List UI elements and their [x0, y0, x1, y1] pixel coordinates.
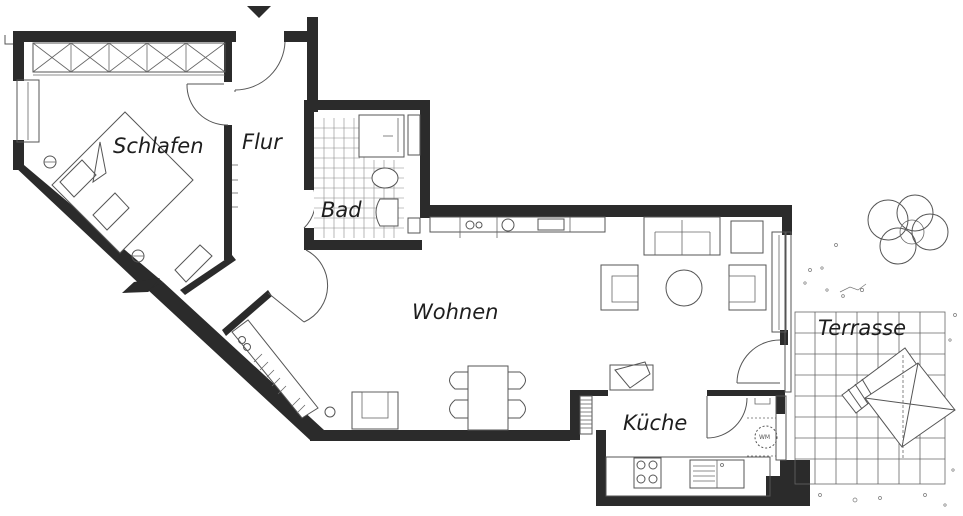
coffee-table [665, 269, 703, 307]
washing-machine-label: WM [759, 434, 770, 441]
terrace [794, 311, 956, 485]
walls [4, 17, 810, 506]
armchair-left [600, 264, 639, 311]
dining-table [449, 365, 526, 431]
room-label-wohnen: Wohnen [412, 300, 499, 324]
kitchenette-top [429, 216, 606, 238]
window-left [16, 79, 40, 143]
sofa [643, 216, 721, 256]
armchair-kitchen [609, 361, 654, 391]
radiator-valve [324, 406, 336, 418]
room-label-flur: Flur [242, 130, 282, 154]
bed [43, 111, 213, 283]
garden-dots [803, 243, 957, 507]
armchair-right [728, 264, 767, 311]
room-label-schlafen: Schlafen [113, 134, 204, 158]
side-table [730, 220, 764, 254]
bathroom [314, 114, 421, 238]
wardrobe [32, 42, 226, 76]
kitchen: WM [579, 395, 778, 497]
facade-windows [771, 231, 792, 461]
flur-marks [232, 164, 238, 208]
tree [867, 194, 949, 265]
entrance-arrow-icon [247, 6, 271, 18]
room-label-kueche: Küche [623, 411, 688, 435]
room-label-bad: Bad [321, 198, 362, 222]
armchair-bottom [351, 391, 399, 430]
diagonal-cabinet [231, 319, 319, 419]
room-label-terrasse: Terrasse [818, 316, 907, 340]
